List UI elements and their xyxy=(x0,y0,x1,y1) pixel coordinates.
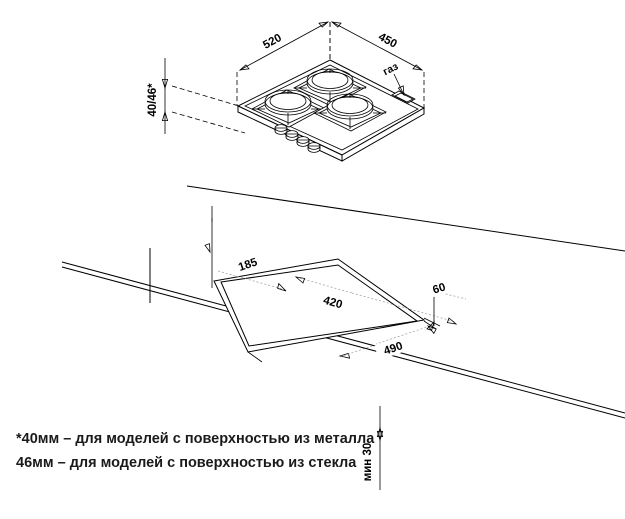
dimension-label-420: 420 xyxy=(322,295,344,312)
control-knobs[interactable] xyxy=(274,124,321,153)
control-knob-3[interactable] xyxy=(296,136,310,147)
countertop-back-edge xyxy=(186,185,625,252)
burner-right xyxy=(313,93,387,132)
dimension-450: 450 xyxy=(330,21,424,71)
control-knob-4[interactable] xyxy=(307,142,321,153)
dimension-60: 60 xyxy=(423,277,467,331)
hob-isometric-view: 520 450 40/46* xyxy=(147,21,426,162)
control-knob-2[interactable] xyxy=(285,130,299,141)
dimension-label-min-30: мин 30 xyxy=(362,443,374,482)
dimension-420: 420 xyxy=(294,276,458,325)
burner-left xyxy=(251,89,325,128)
control-knob-1[interactable] xyxy=(274,124,288,135)
footnote-line-2: 46мм – для моделей с поверхностью из сте… xyxy=(16,455,357,471)
countertop-front-edge xyxy=(61,261,625,419)
countertop-cutout-view: 185 420 490 xyxy=(61,185,625,490)
footnote-line-1: *40мм – для моделей с поверхностью из ме… xyxy=(16,431,375,447)
dimension-label-40-46: 40/46* xyxy=(147,83,159,117)
dimension-label-60: 60 xyxy=(431,281,447,296)
dimension-40-46: 40/46* xyxy=(147,58,169,134)
dimension-520: 520 xyxy=(238,21,330,71)
footnotes: *40мм – для моделей с поверхностью из ме… xyxy=(16,431,375,471)
dimension-label-185: 185 xyxy=(237,256,260,274)
gas-connection-plate xyxy=(391,90,416,104)
dimension-min-30: мин 30 xyxy=(362,406,384,490)
hob-cutout-opening xyxy=(213,258,426,353)
gas-label: газ xyxy=(381,60,400,78)
dimension-label-490: 490 xyxy=(382,340,404,358)
dimension-490: 490 xyxy=(247,320,437,363)
hob-dimension-extension-lines xyxy=(171,22,425,134)
